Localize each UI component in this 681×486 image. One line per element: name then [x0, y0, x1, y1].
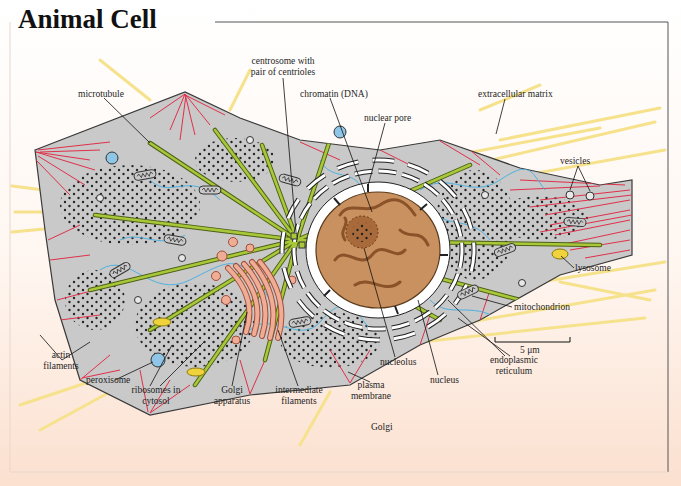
part-label: nucleus — [430, 375, 475, 386]
mitochondrion — [163, 234, 186, 246]
mitochondrion — [278, 173, 301, 186]
nucleus — [316, 184, 448, 314]
part-label: chromatin (DNA) — [300, 89, 380, 100]
mitochondrion-outline — [199, 186, 221, 194]
microtubule-outline — [90, 130, 600, 385]
mitochondrion-outline — [133, 169, 156, 181]
vesicle — [566, 191, 574, 199]
part-label: nuclear pore — [364, 113, 434, 124]
leader-lines — [40, 78, 590, 386]
golgi-stack — [228, 262, 281, 338]
part-label: Golgi apparatus — [207, 385, 257, 406]
mitochondrion-cristae — [567, 219, 583, 224]
mitochondrion-cristae — [202, 188, 218, 192]
part-label: actin filaments — [38, 350, 84, 371]
mitochondrion — [199, 186, 221, 194]
mitochondrion-cristae — [497, 245, 513, 254]
peroxisomes — [106, 126, 346, 367]
centriole — [291, 233, 297, 239]
peroxisome — [151, 353, 165, 367]
peroxisome — [106, 152, 118, 164]
part-label: mitochondrion — [514, 302, 584, 313]
vesicle — [247, 137, 254, 144]
golgi-vesicle — [222, 296, 231, 305]
mitochondrion-cristae — [460, 287, 476, 297]
mitochondrion — [493, 242, 516, 257]
vesicle — [519, 280, 526, 287]
part-label: plasma membrane — [347, 380, 395, 401]
nucleolus-granules — [352, 222, 372, 242]
mitochondrion-cristae — [167, 237, 183, 244]
part-label: 5 μm — [520, 345, 560, 356]
mitochondrion-outline — [564, 217, 587, 227]
part-label: microtubule — [78, 89, 138, 100]
lysosomes — [153, 249, 568, 376]
golgi-vesicle — [229, 238, 238, 247]
chromatin — [335, 200, 428, 287]
nucleolus — [346, 216, 378, 248]
golgi-vesicle — [246, 244, 254, 252]
frame-line — [10, 22, 668, 472]
vesicle — [586, 192, 594, 200]
mitochondrion-cristae — [292, 319, 308, 326]
ribosome-dots — [60, 165, 200, 245]
diagram-title: Animal Cell — [18, 4, 157, 34]
vesicles — [97, 137, 595, 304]
er-cisterna-outline — [282, 160, 474, 340]
mitochondrion-outline — [278, 173, 301, 186]
part-label: extracellular matrix — [478, 89, 578, 100]
part-label: peroxisome — [86, 375, 146, 386]
endoplasmic-reticulum — [282, 160, 474, 340]
actin-filaments — [36, 94, 632, 413]
nuclear-pores — [324, 184, 448, 314]
golgi-vesicle — [212, 272, 221, 281]
golgi-vesicle — [217, 251, 227, 261]
part-label: lysosome — [575, 263, 625, 274]
mitochondrion-cristae — [282, 176, 298, 184]
part-label: ribosomes in cytosol — [128, 385, 184, 406]
lysosome — [552, 249, 568, 259]
microtubules — [90, 130, 600, 385]
mitochondrion-cristae — [112, 264, 128, 275]
golgi-vesicle — [232, 336, 240, 344]
part-label: Golgi — [371, 422, 411, 433]
golgi-stack-outline — [228, 262, 281, 338]
mitochondrion — [108, 261, 131, 279]
mitochondrion — [456, 284, 479, 301]
lysosome — [187, 368, 205, 376]
mitochondrion-outline — [493, 242, 516, 257]
scale-bar — [495, 337, 570, 342]
mitochondrion — [133, 169, 156, 181]
part-label: nucleolus — [380, 357, 430, 368]
part-label: vesicles — [560, 156, 610, 167]
mitochondrion-outline — [163, 234, 186, 246]
cytosol-contents — [36, 94, 632, 413]
mitochondrion-outline — [288, 316, 311, 328]
vesicle — [135, 297, 142, 304]
centriole — [299, 242, 305, 248]
vesicle — [482, 192, 489, 199]
mitochondrion — [564, 217, 587, 227]
vesicle — [179, 255, 186, 262]
mitochondrion-outline — [456, 284, 479, 301]
part-label: intermediate filaments — [270, 385, 328, 406]
er-cisterna — [294, 171, 462, 329]
mitochondrion-outline — [108, 261, 131, 279]
plasma-membrane — [35, 92, 632, 415]
er-cisterna — [282, 160, 474, 340]
extracellular-fibers — [12, 60, 665, 445]
mitochondrion-cristae — [137, 172, 153, 179]
mitochondria — [108, 169, 586, 328]
ribosome-dots — [65, 270, 125, 330]
er-cisterna-outline — [294, 171, 462, 329]
part-label: endoplasmic reticulum — [485, 355, 543, 376]
vesicle — [97, 195, 104, 202]
part-label: centrosome with pair of centrioles — [243, 56, 323, 77]
ribosome-dots — [492, 196, 588, 240]
lysosome — [153, 318, 171, 326]
mitochondrion — [288, 316, 311, 328]
